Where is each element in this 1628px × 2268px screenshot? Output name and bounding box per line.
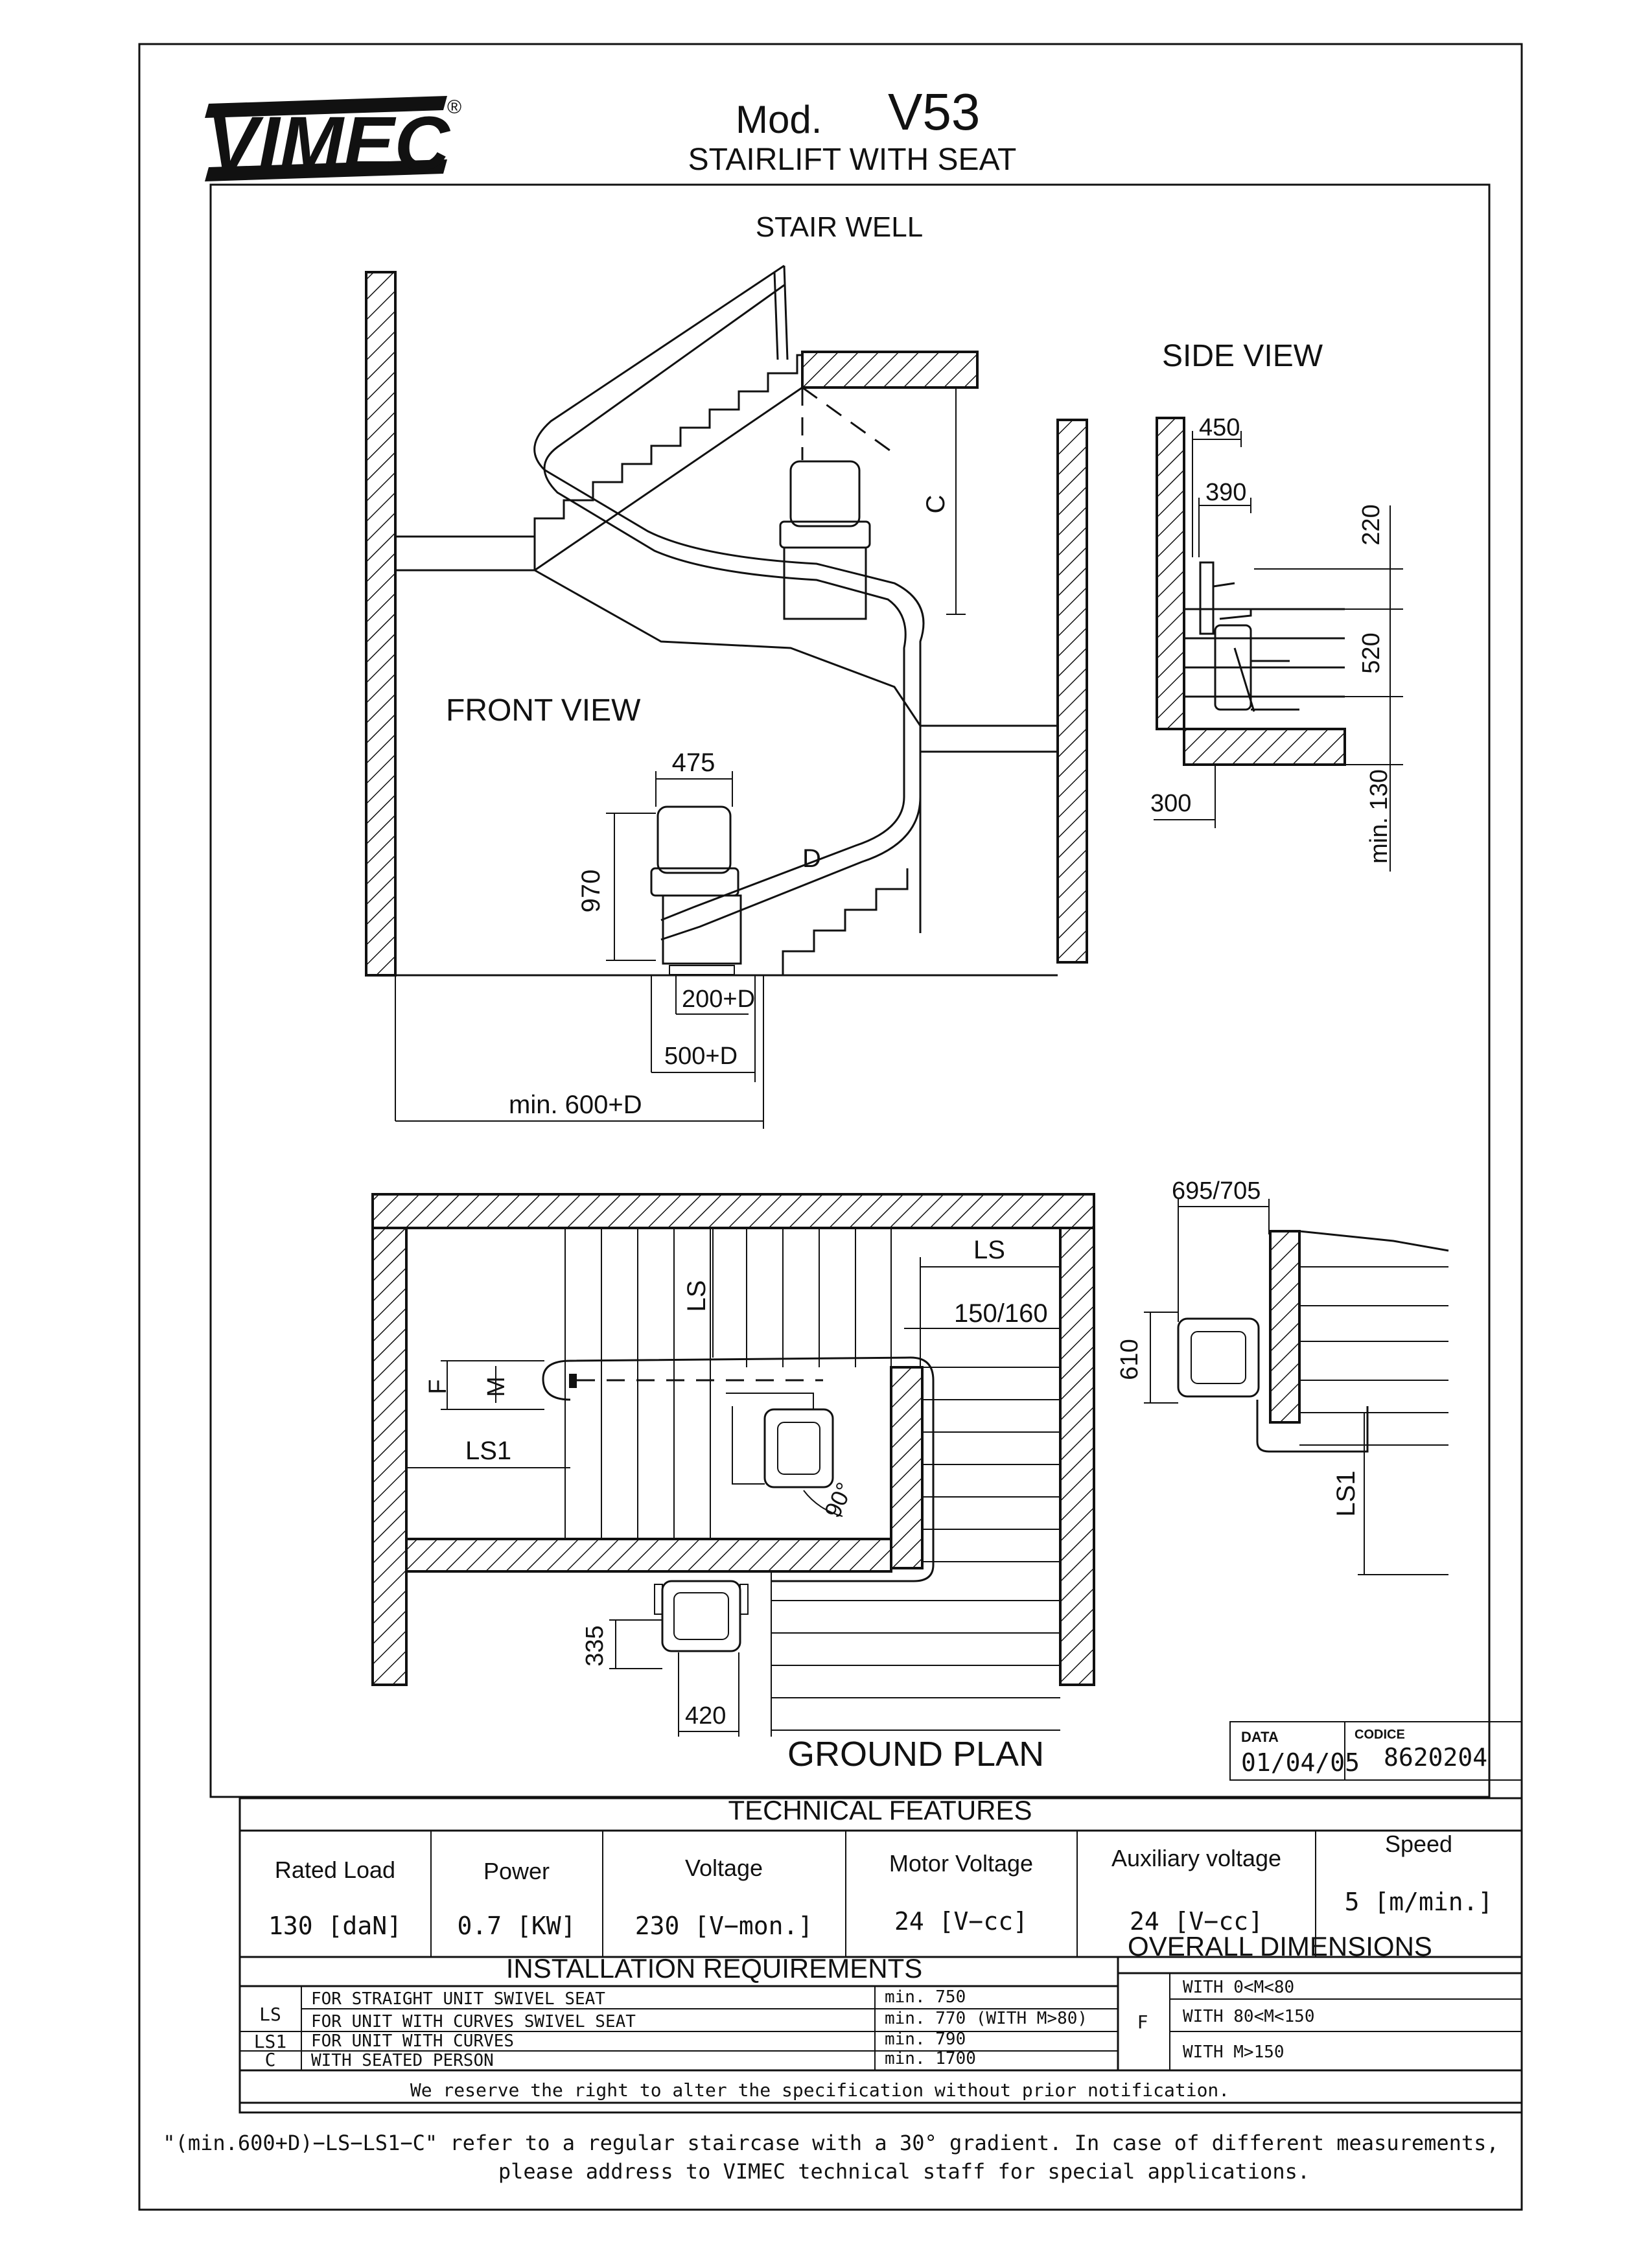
overall-row1: WITH 0<M<80 xyxy=(1183,1978,1294,1997)
dim-side-520: 520 xyxy=(1358,632,1385,673)
ground-plan-title: GROUND PLAN xyxy=(787,1735,1044,1774)
dim-plan-angle: 90° xyxy=(819,1478,858,1522)
registered-mark: ® xyxy=(447,97,461,118)
stamp-date-label: DATA xyxy=(1241,1729,1279,1745)
dim-plan-ls1: LS1 xyxy=(465,1437,511,1465)
dim-side-450: 450 xyxy=(1199,414,1240,441)
inst-row3-code: LS1 xyxy=(254,2031,287,2052)
inst-row1-desc: FOR STRAIGHT UNIT SWIVEL SEAT xyxy=(311,1989,605,2009)
tf-speed-label: Speed xyxy=(1385,1831,1452,1857)
dim-side-220: 220 xyxy=(1358,504,1385,545)
dim-plan-420: 420 xyxy=(685,1702,726,1730)
stair-well-title: STAIR WELL xyxy=(756,211,923,243)
overall-row3: WITH M>150 xyxy=(1183,2042,1285,2062)
inst-row1-value: min. 750 xyxy=(885,1987,966,2007)
dim-500-d: 500+D xyxy=(664,1043,738,1070)
inst-row3-desc: FOR UNIT WITH CURVES xyxy=(311,2031,514,2051)
dim-plan-695-705: 695/705 xyxy=(1172,1177,1261,1205)
stair-treads xyxy=(564,1228,1060,1737)
front-view xyxy=(365,264,1088,977)
stamp-date: 01/04/05 xyxy=(1241,1748,1360,1777)
inst-row2-value: min. 770 (WITH M>80) xyxy=(885,2009,1087,2028)
product-subtitle: STAIRLIFT WITH SEAT xyxy=(688,143,1017,177)
left-wall xyxy=(365,271,397,977)
tf-power-value: 0.7 [KW] xyxy=(457,1912,576,1940)
drawing-frame xyxy=(209,183,1491,1798)
dim-lift-height: 970 xyxy=(577,870,605,913)
tf-speed-value: 5 [m/min.] xyxy=(1345,1888,1493,1916)
dim-plan-ls-horizontal: LS xyxy=(973,1236,1005,1264)
stamp-box: DATA 01/04/05 CODICE 8620204 xyxy=(1229,1721,1522,1781)
footnote-line-2: please address to VIMEC technical staff … xyxy=(498,2159,1310,2184)
technical-features-title: TECHNICAL FEATURES xyxy=(728,1795,1032,1825)
dim-clearance-c: C xyxy=(922,495,950,514)
sheet-border xyxy=(138,43,1523,2211)
dim-side-min130: min. 130 xyxy=(1366,769,1393,864)
overall-code: F xyxy=(1137,2011,1148,2033)
dim-side-300: 300 xyxy=(1150,790,1191,817)
tf-motor-voltage-value: 24 [V−cc] xyxy=(894,1907,1028,1936)
dim-plan-f: F xyxy=(424,1379,452,1394)
dim-rail-d: D xyxy=(802,844,821,873)
tf-voltage-value: 230 [V−mon.] xyxy=(635,1912,813,1940)
front-dimensions: 475 970 C D 200+D 500+D min. 600+D xyxy=(395,387,966,1129)
brand-logo-text: VIMEC xyxy=(207,101,450,187)
dim-plan-ls-vertical: LS xyxy=(682,1280,711,1312)
inst-row3-value: min. 790 xyxy=(885,2030,966,2049)
tf-rated-load-value: 130 [daN] xyxy=(268,1912,402,1940)
dim-plan-m: M xyxy=(483,1376,510,1397)
dim-plan-side-ls1: LS1 xyxy=(1332,1470,1360,1516)
landing-slab xyxy=(801,351,979,389)
right-wall xyxy=(1056,419,1088,964)
overall-row2: WITH 80<M<150 xyxy=(1183,2007,1315,2026)
tf-auxiliary-voltage-value: 24 [V−cc] xyxy=(1130,1907,1263,1936)
dim-seat-width: 475 xyxy=(672,748,715,777)
inst-row2-desc: FOR UNIT WITH CURVES SWIVEL SEAT xyxy=(311,2012,636,2031)
inst-row4-desc: WITH SEATED PERSON xyxy=(311,2051,494,2070)
model-prefix: Mod. xyxy=(736,98,822,141)
reserve-note: We reserve the right to alter the specif… xyxy=(410,2079,1229,2101)
side-view xyxy=(1156,417,1346,766)
plan-side-detail: 695/705 610 LS1 xyxy=(1116,1177,1449,1575)
footnote-line-1: "(min.600+D)−LS−LS1−C" refer to a regula… xyxy=(163,2131,1498,2155)
inst-row4-value: min. 1700 xyxy=(885,2049,976,2068)
inst-row1-code: LS xyxy=(259,2004,281,2025)
tf-motor-voltage-label: Motor Voltage xyxy=(889,1850,1033,1877)
stamp-code: 8620204 xyxy=(1384,1743,1487,1772)
side-view-title: SIDE VIEW xyxy=(1162,339,1323,373)
plan-dimensions: LS LS 150/160 F M LS1 90° 335 420 xyxy=(406,1228,1060,1737)
ground-plan xyxy=(371,1193,1095,1737)
dim-side-390: 390 xyxy=(1205,479,1246,506)
dim-plan-610: 610 xyxy=(1116,1339,1143,1380)
tf-auxiliary-voltage-label: Auxiliary voltage xyxy=(1111,1845,1281,1871)
dim-min-600-d: min. 600+D xyxy=(509,1091,642,1119)
rail-start xyxy=(569,1374,577,1388)
tf-voltage-label: Voltage xyxy=(685,1855,763,1881)
tf-rated-load-label: Rated Load xyxy=(275,1857,395,1883)
installation-title: INSTALLATION REQUIREMENTS xyxy=(506,1953,923,1984)
stamp-code-label: CODICE xyxy=(1355,1728,1405,1742)
dim-plan-335: 335 xyxy=(581,1625,609,1666)
technical-features-table: TECHNICAL FEATURES Rated Load 130 [daN] … xyxy=(238,1795,1523,2114)
side-dimensions: 450 390 220 520 min. 130 300 xyxy=(1150,414,1403,872)
dim-plan-150-160: 150/160 xyxy=(954,1299,1048,1328)
vimec-logo: VIMEC ® xyxy=(205,96,461,187)
overall-title: OVERALL DIMENSIONS xyxy=(1128,1931,1432,1961)
dim-200-d: 200+D xyxy=(682,986,755,1013)
front-view-title: FRONT VIEW xyxy=(446,693,641,728)
model-number: V53 xyxy=(888,83,980,141)
tf-power-label: Power xyxy=(483,1858,550,1884)
inst-row4-code: C xyxy=(265,2049,276,2070)
